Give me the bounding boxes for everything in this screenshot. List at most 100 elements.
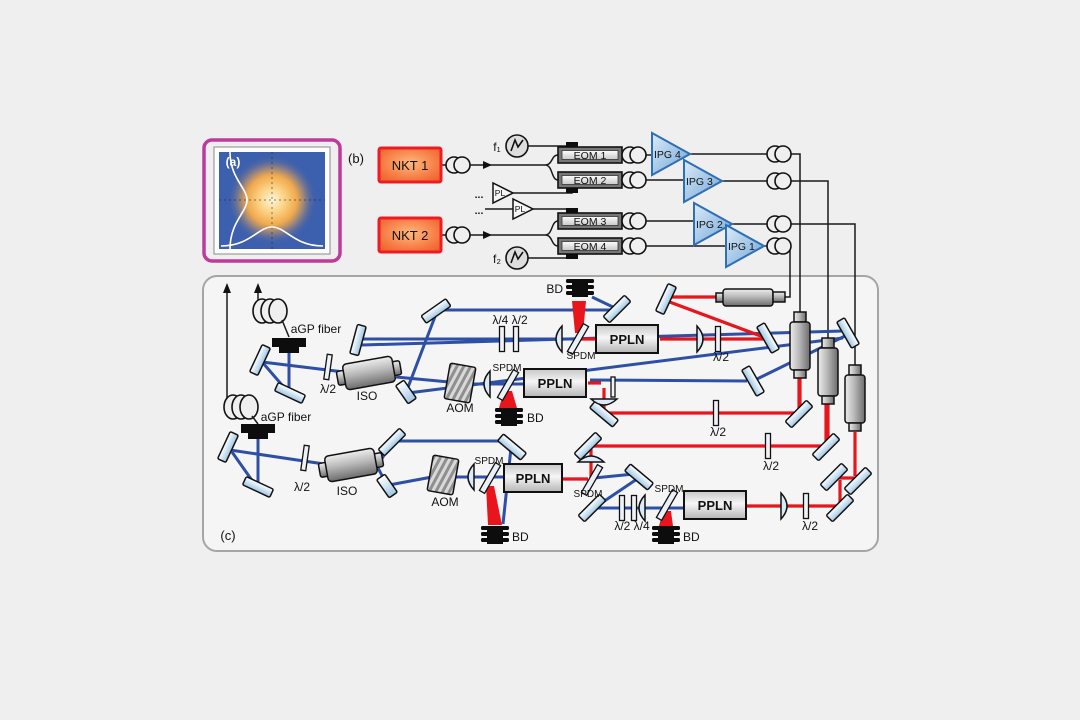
hwp-label: λ/2 (763, 459, 779, 473)
panel-c-label: (c) (220, 528, 235, 543)
pl2-label: PL (515, 204, 526, 214)
arrowhead (483, 231, 492, 239)
half-waveplate (714, 325, 722, 353)
hwp-label: λ/2 (710, 425, 726, 439)
half-waveplate (512, 325, 520, 353)
spdm-label: SPDM (567, 351, 596, 362)
spdm-label: SPDM (493, 363, 522, 374)
hwp-label: λ/2 (294, 480, 310, 494)
beam-segment (388, 475, 433, 487)
eom1-label: EOM 1 (574, 150, 607, 162)
panel-a-label: (a) (226, 155, 241, 169)
beam-segment (229, 448, 325, 466)
beam-segment-red (666, 299, 767, 340)
gaussian-beam-spot (227, 155, 317, 245)
panel-a: (a) (202, 138, 342, 263)
pl1-triangle (492, 181, 515, 205)
half-waveplate (712, 399, 720, 427)
hwp-label: λ/2 (713, 350, 729, 364)
nkt1-laser: NKT 1 (377, 146, 443, 184)
ipg-1-amplifier: IPG 1 (725, 223, 767, 269)
agp-fiber-coupler-2 (241, 424, 275, 439)
ppln-1: PPLN (595, 324, 659, 354)
half-waveplate (764, 432, 772, 460)
eom4-face (561, 241, 619, 251)
bd-label: BD (527, 411, 544, 425)
vertical-collimator-2 (817, 337, 839, 405)
ipg-4-amplifier: IPG 4 (651, 131, 693, 177)
pl2-triangle (512, 197, 535, 221)
sawtooth-icon (510, 137, 524, 152)
ipg4-triangle (651, 131, 693, 177)
fiber-coil (766, 172, 792, 190)
fiber-spool (223, 394, 259, 420)
eom2-face (561, 175, 619, 185)
panel-a-magenta-border (202, 138, 342, 263)
panel-b-label: (b) (348, 151, 364, 166)
horizontal-profile-curve (220, 226, 324, 247)
wire-f2-eom4 (528, 257, 573, 259)
f1-label: f₁ (493, 140, 500, 154)
eom-1: EOM 1 (557, 142, 623, 164)
ipg2-triangle (693, 201, 735, 247)
ipg3-label: IPG 3 (686, 176, 713, 188)
hwp-label: λ/2 (802, 519, 818, 533)
pl1-label: PL (495, 188, 506, 198)
ipg1-label: IPG 1 (728, 241, 755, 253)
beam-dump (481, 526, 509, 544)
spdm-label: SPDM (655, 484, 684, 495)
aom-1 (443, 362, 477, 404)
panel-c: (c) (216, 279, 873, 544)
beam-segment (591, 295, 616, 310)
beam-fan-red (486, 486, 502, 525)
up-arrow-icon (254, 283, 262, 293)
fiber-coil (445, 226, 471, 244)
fiber-ipg3-down (722, 180, 829, 338)
pl2-dots: ... (475, 205, 484, 217)
agp-fiber-label-2: aGP fiber (261, 410, 311, 424)
eom3-label: EOM 3 (574, 216, 607, 228)
ipg2-label: IPG 2 (696, 219, 723, 231)
eom1-port (566, 142, 578, 147)
fiber-coil (621, 146, 647, 164)
spdm-label: SPDM (574, 489, 603, 500)
qwp-hwp-label: λ/4 λ/2 (492, 313, 528, 327)
agp-fiber-label-1: aGP fiber (291, 322, 341, 336)
ipg-3-amplifier: IPG 3 (683, 158, 725, 204)
beam-segment (593, 472, 635, 480)
vertical-profile-curve (229, 151, 248, 250)
fiber-ipg4-down (690, 153, 801, 312)
half-waveplate (802, 492, 810, 520)
nkt2-label: NKT 2 (392, 228, 429, 243)
quarter-waveplate (630, 494, 638, 522)
fiber-to-coupler1 (281, 319, 290, 338)
nkt1-box (377, 146, 443, 184)
beam-dump (652, 526, 680, 544)
pl1-servo: PL (492, 181, 515, 205)
horizontal-collimator (715, 288, 786, 307)
eom2-label: EOM 2 (574, 175, 607, 187)
ipg3-triangle (683, 158, 725, 204)
ppln3-box (503, 463, 563, 493)
ppln4-box (683, 490, 747, 520)
thin-plate (610, 376, 616, 398)
fiber-spool (252, 298, 288, 324)
beam-segment (405, 313, 438, 391)
vertical-collimator-1 (789, 311, 811, 379)
ppln-3: PPLN (503, 463, 563, 493)
fiber-coil (445, 156, 471, 174)
eom-3: EOM 3 (557, 208, 623, 230)
wire-pl1-eom2 (513, 190, 573, 194)
fiber-coil (766, 215, 792, 233)
fiber-coil (621, 212, 647, 230)
nkt2-box (377, 216, 443, 254)
fiber-coil (621, 171, 647, 189)
eom-2: EOM 2 (557, 171, 623, 193)
f2-generator: f₂ (493, 246, 529, 270)
agp-fiber-coupler-1 (272, 338, 306, 353)
fiber-split-nkt2 (544, 220, 559, 247)
vertical-collimator-3 (844, 364, 866, 432)
fiber-to-coupler2 (251, 415, 259, 425)
